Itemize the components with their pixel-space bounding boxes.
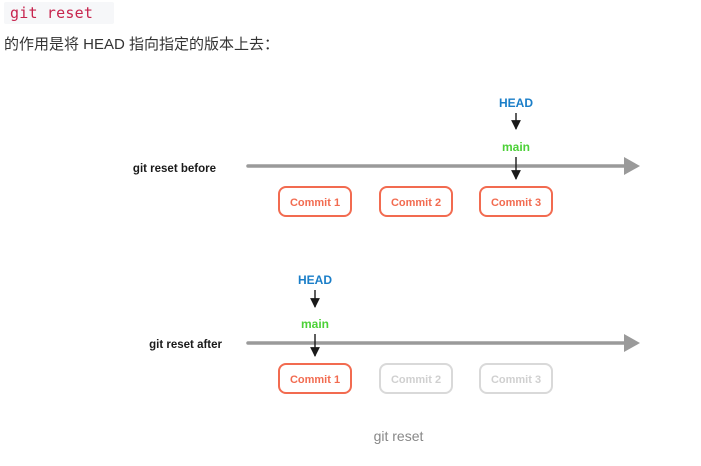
- commit-node: Commit 1: [278, 186, 352, 217]
- after-branch-label: main: [301, 317, 329, 331]
- commit-node: Commit 2: [379, 186, 453, 217]
- timeline-arrowhead: [624, 157, 640, 175]
- before-branch-label: main: [502, 140, 530, 154]
- commit-label: Commit 3: [491, 374, 541, 386]
- commit-label: Commit 3: [491, 197, 541, 209]
- commit-node: Commit 1: [278, 363, 352, 394]
- intro-text: 的作用是将 HEAD 指向指定的版本上去：: [4, 36, 280, 53]
- after-timeline: [246, 334, 640, 352]
- commit-label: Commit 1: [290, 197, 340, 209]
- timeline-arrowhead: [624, 334, 640, 352]
- code-chip: git reset: [4, 2, 114, 24]
- commit-node-inactive: Commit 2: [379, 363, 453, 394]
- after-label: git reset after: [149, 339, 222, 351]
- commit-node: Commit 3: [479, 186, 553, 217]
- before-head-label: HEAD: [499, 96, 533, 110]
- diagram-caption: git reset: [373, 428, 424, 444]
- commit-label: Commit 1: [290, 374, 340, 386]
- commit-node-inactive: Commit 3: [479, 363, 553, 394]
- commit-label: Commit 2: [391, 374, 441, 386]
- before-section: git reset before HEAD main Commit 1 Comm…: [133, 96, 640, 217]
- after-head-label: HEAD: [298, 273, 332, 287]
- before-timeline: [246, 157, 640, 175]
- code-label: git reset: [10, 4, 94, 22]
- after-section: git reset after HEAD main Commit 1 Commi…: [149, 273, 640, 394]
- before-label: git reset before: [133, 163, 216, 175]
- commit-label: Commit 2: [391, 197, 441, 209]
